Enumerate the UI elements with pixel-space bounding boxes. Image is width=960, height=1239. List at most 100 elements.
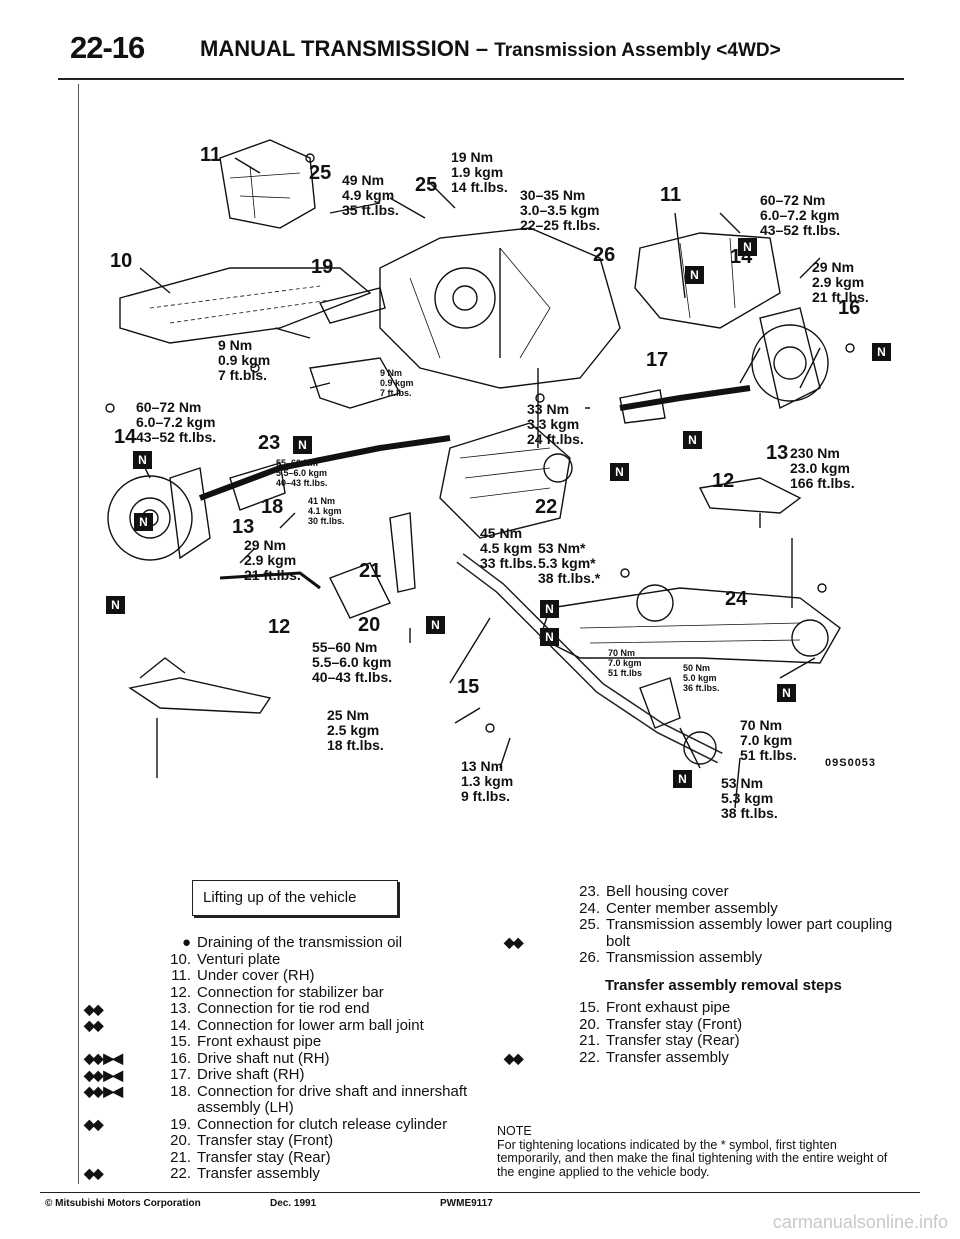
footer-rule [40,1192,920,1193]
footer-date: Dec. 1991 [270,1198,317,1209]
n-badge: N [777,684,796,702]
n-badge: N [293,436,312,454]
torque-60-72nm-right: 60–72 Nm 6.0–7.2 kgm 43–52 ft.lbs. [760,192,841,238]
torque-9nm: 9 Nm 0.9 kgm 7 ft.bls. [218,337,271,383]
venturi-plate [119,267,372,344]
torque-70nm-small: 70 Nm 7.0 kgm 51 ft.lbs [608,648,643,678]
torque-19nm: 19 Nm 1.9 kgm 14 ft.lbs. [451,149,508,195]
torque-13nm: 13 Nm 1.3 kgm 9 ft.lbs. [461,758,514,804]
torque-49nm: 49 Nm 4.9 kgm 35 ft.lbs. [342,172,399,218]
callout-15: 15 [457,676,480,698]
frame-left-rule [78,84,79,1184]
watermark: carmanualsonline.info [772,1212,948,1232]
callout-12-left: 12 [268,616,291,638]
clutch-release-cylinder [318,287,386,324]
page-header: 22-16 MANUAL TRANSMISSION – Transmission… [40,22,920,82]
right-drive-shaft [619,385,751,411]
under-cover-right [634,232,781,329]
service-marker: ◆◆ [84,1116,103,1132]
bell-housing-cover [309,357,402,409]
callout-22: 22 [535,496,558,518]
transfer-stay-rear [389,512,416,593]
service-marker: ◆◆ [504,1050,523,1066]
n-badge: N [872,343,891,361]
list-item: 14.Connection for lower arm ball joint [170,1016,424,1034]
callout-25-right: 25 [415,174,438,196]
callout-25-left: 25 [309,162,332,184]
torque-55-60nm: 55–60 Nm 5.5–6.0 kgm 40–43 ft.lbs. [312,639,393,685]
list-item: 15.Front exhaust pipe [170,1033,322,1050]
right-steps-list: 23.Bell housing cover 24.Center member a… [568,883,898,967]
list-item: 21.Transfer stay (Rear) [170,1148,331,1166]
list-item: 19.Connection for clutch release cylinde… [170,1115,448,1133]
torque-230nm: 230 Nm 23.0 kgm 166 ft.lbs. [790,445,855,491]
list-item: ●Draining of the transmission oil [181,934,403,951]
torque-9nm-small: 9 Nm 0.9 kgm 7 ft.lbs. [380,368,414,398]
torque-55-60nm-small: 55–60 Nm 5.5–6.0 kgm 40–43 ft.lbs. [276,458,328,488]
callout-10: 10 [110,250,133,272]
title-sub: Transmission Assembly <4WD> [494,40,781,61]
callout-21: 21 [359,560,382,582]
n-badge: N [426,616,445,634]
transfer-assembly [439,422,571,539]
list-item: 16.Drive shaft nut (RH) [170,1049,330,1067]
list-item: 22.Transfer assembly [579,1048,729,1066]
service-marker: ◆◆ [84,1165,103,1181]
torque-25nm: 25 Nm 2.5 kgm 18 ft.lbs. [327,707,384,753]
torque-50nm: 50 Nm 5.0 kgm 36 ft.lbs. [683,663,720,693]
service-marker: ◆◆ ▶◀ [84,1067,123,1083]
torque-53nm-star: 53 Nm* 5.3 kgm* 38 ft.lbs.* [538,540,601,586]
service-marker: ◆◆ [84,1001,103,1017]
list-item: 20.Transfer stay (Front) [170,1132,334,1149]
diagram-code: 09S0053 [825,757,877,769]
list-item: 21.Transfer stay (Rear) [579,1032,740,1049]
torque-53nm: 53 Nm 5.3 kgm 38 ft.lbs. [721,775,778,821]
footer-copyright: © Mitsubishi Motors Corporation [45,1198,201,1209]
note-block: NOTE For tightening locations indicated … [497,1124,897,1179]
list-item: 17.Drive shaft (RH) [170,1066,305,1083]
list-item: 12.Connection for stabilizer bar [170,983,384,1001]
n-badge: N [540,628,559,646]
list-item: 24.Center member assembly [579,899,778,917]
transfer-steps-list: 15.Front exhaust pipe 20.Transfer stay (… [568,999,898,1066]
callout-17: 17 [646,349,669,371]
callout-19: 19 [311,256,334,278]
list-item: 26.Transmission assembly [579,949,763,966]
list-item: 15.Front exhaust pipe [579,999,731,1016]
list-item: 20.Transfer stay (Front) [579,1015,743,1033]
exploded-diagram: 11 10 25 25 26 19 11 14 16 17 23 14 13 1… [80,118,920,838]
list-item: 13.Connection for tie rod end [170,1000,370,1017]
torque-41nm: 41 Nm 4.1 kgm 30 ft.lbs. [308,496,345,526]
left-hub [107,475,193,561]
left-steps-list: ●Draining of the transmission oil 10.Ven… [159,934,479,1183]
n-badge: N [106,596,125,614]
page-title: MANUAL TRANSMISSION – Transmission Assem… [200,36,781,62]
footer-code: PWME9117 [440,1198,493,1209]
list-item: 10.Venturi plate [170,950,281,968]
lifting-up-box: Lifting up of the vehicle [192,880,398,916]
page-number: 22-16 [70,30,145,65]
callout-20: 20 [358,614,381,636]
n-badge: N [610,463,629,481]
callout-11-left: 11 [200,144,222,166]
n-badge: N [738,238,757,256]
n-badge: N [540,600,559,618]
list-item: 18.Connection for drive shaft and inners… [170,1082,468,1116]
service-marker: ◆◆ [84,1017,103,1033]
callout-14-left: 14 [114,426,137,448]
callout-13-left: 13 [232,516,255,538]
callout-26: 26 [593,244,616,266]
service-marker: ◆◆ ▶◀ [84,1050,123,1066]
n-badge: N [133,451,152,469]
callout-18: 18 [261,496,284,518]
title-main: MANUAL TRANSMISSION [200,36,470,61]
list-item: 22.Transfer assembly [170,1165,320,1182]
header-rule [58,78,904,80]
note-heading: NOTE [497,1124,532,1138]
torque-29nm-left: 29 Nm 2.9 kgm 21 ft.lbs. [244,537,301,583]
n-badge: N [673,770,692,788]
torque-29nm-right: 29 Nm 2.9 kgm 21 ft.lbs. [812,259,869,305]
list-item: 25.Transmission assembly lower part coup… [579,916,893,950]
callout-13-right: 13 [766,442,789,464]
note-text: For tightening locations indicated by th… [497,1137,888,1179]
